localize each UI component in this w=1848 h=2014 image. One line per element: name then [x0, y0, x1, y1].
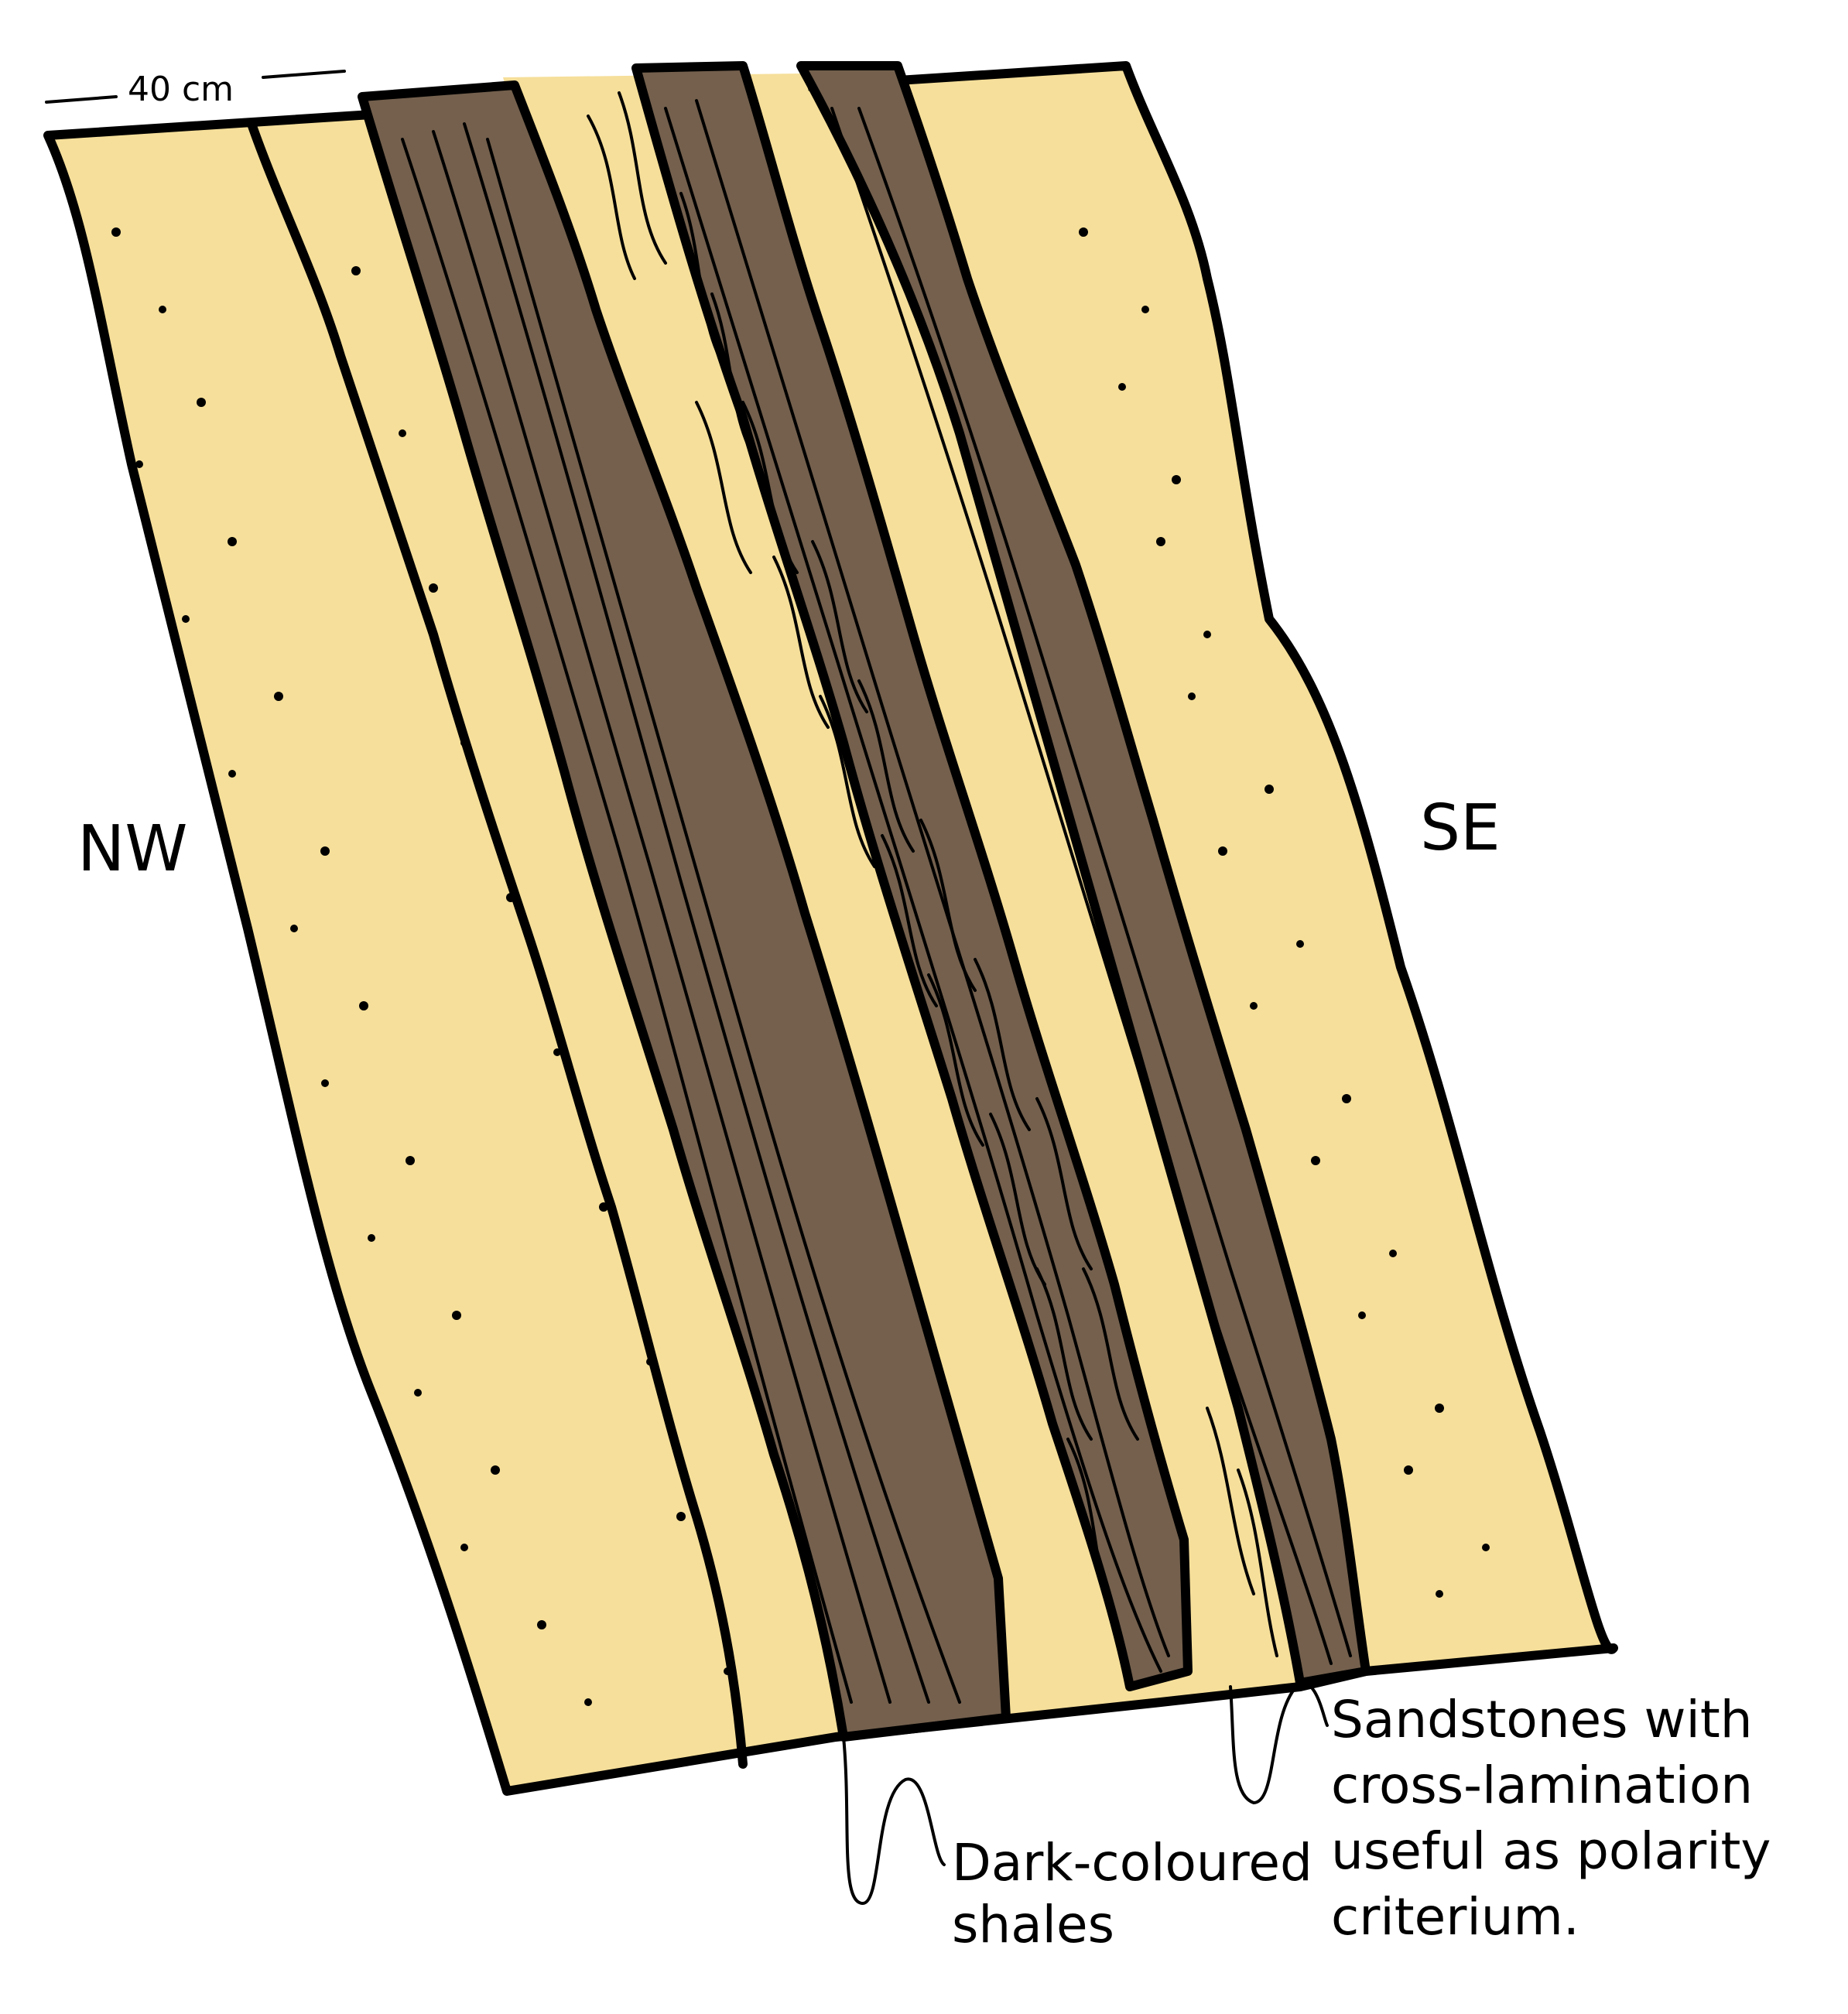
shale-band-3 [796, 61, 1371, 1687]
shales-annotation: Dark-coloured shales [952, 1833, 1312, 1954]
scale-bar-label: 40 cm [128, 70, 234, 109]
scale-bar: 40 cm [45, 70, 346, 109]
sandstones-annotation-line-1: Sandstones with [1331, 1690, 1753, 1749]
shales-annotation-line-1: Dark-coloured [952, 1833, 1312, 1893]
shale-band-2 [631, 61, 1193, 1691]
sandstones-annotation: Sandstones with cross-lamination useful … [1331, 1690, 1771, 1947]
shale-streaks [401, 99, 1352, 1704]
sand-grains [111, 227, 1490, 1706]
sandstones-annotation-line-3: useful as polarity [1331, 1821, 1771, 1881]
sandstones-annotation-line-4: criterium. [1331, 1887, 1579, 1947]
sandstones-leader-line [1229, 1682, 1329, 1805]
orientation-label-se: SE [1420, 792, 1501, 865]
cross-lamination [587, 91, 1278, 1657]
shales-annotation-line-2: shales [952, 1895, 1114, 1954]
shales-leader-line [842, 1735, 946, 1906]
sandstones-annotation-line-2: cross-lamination [1331, 1756, 1753, 1815]
orientation-label-nw: NW [77, 812, 187, 886]
sandstone-bed-boundary [247, 119, 748, 1769]
